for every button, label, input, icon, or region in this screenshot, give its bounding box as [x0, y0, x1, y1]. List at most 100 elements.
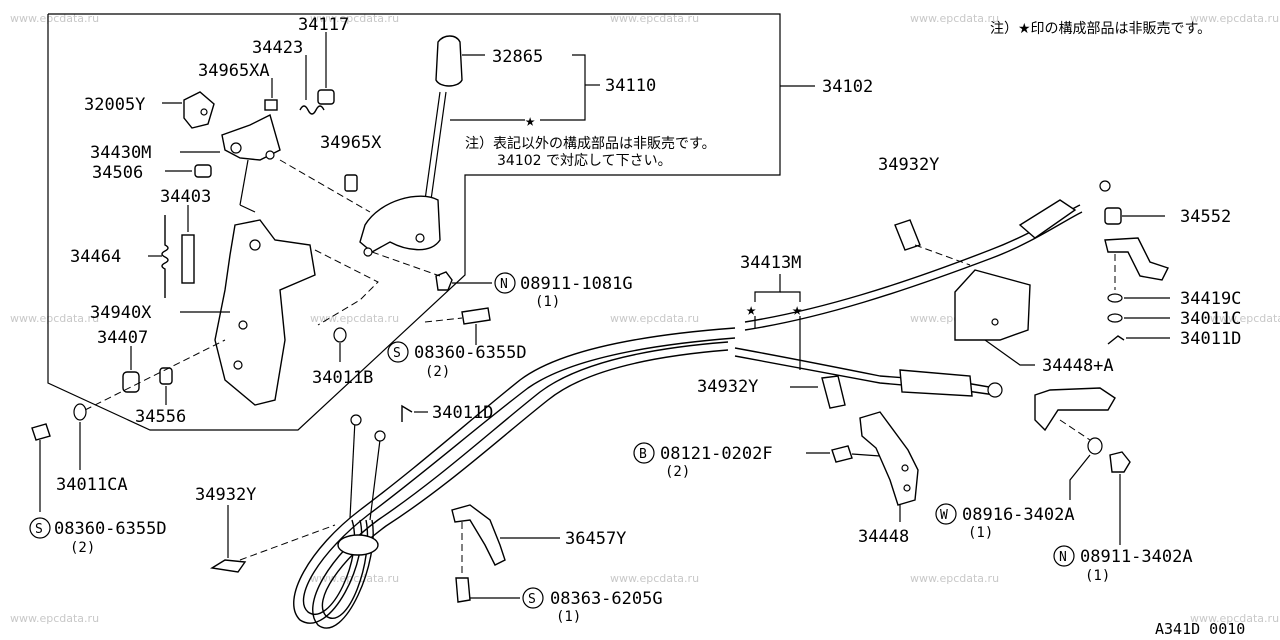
watermark: www.epcdata.ru	[310, 572, 399, 585]
fastener-prefix: S	[35, 522, 43, 537]
clip-34011d-right	[1107, 335, 1125, 345]
pin-34403	[181, 234, 195, 284]
watermark: www.epcdata.ru	[310, 12, 399, 25]
bushing-34965x	[344, 174, 358, 192]
shift-lever-rod	[424, 91, 441, 201]
fastener-prefix: B	[639, 447, 647, 462]
bolt-icon	[455, 577, 471, 603]
label-34403: 34403	[160, 187, 211, 207]
bracket-right-mid	[1034, 387, 1116, 432]
cable-end-middle	[899, 369, 973, 397]
label-34932y-mid: 34932Y	[697, 377, 758, 397]
fastener-prefix: N	[1059, 550, 1067, 565]
qty-08911-1081g: (1)	[535, 294, 560, 310]
washer-34011ca	[73, 403, 87, 421]
nut-icon	[1109, 451, 1131, 473]
cable-end-upper	[1018, 199, 1077, 239]
watermark: www.epcdata.ru	[10, 612, 99, 625]
label-34117: 34117	[298, 15, 349, 35]
washer-34419c	[1107, 293, 1123, 303]
watermark: www.epcdata.ru	[1190, 612, 1279, 625]
qty-08911-3402a: (1)	[1085, 568, 1110, 584]
label-34011b: 34011B	[312, 368, 373, 388]
shift-knob	[435, 35, 463, 87]
bracket-34448a	[954, 269, 1031, 341]
label-34940x: 34940X	[90, 303, 152, 323]
part-32005y	[183, 91, 215, 129]
clip-34011d	[401, 404, 413, 422]
watermark: www.epcdata.ru	[10, 312, 99, 325]
bracket-34448	[859, 411, 919, 506]
label-34011d-left: 34011D	[432, 403, 493, 423]
star-mark: ★	[746, 300, 756, 320]
label-34464: 34464	[70, 247, 121, 267]
watermark: www.epcdata.ru	[610, 572, 699, 585]
watermark: www.epcdata.ru	[610, 12, 699, 25]
label-34413m: 34413M	[740, 253, 801, 273]
diagram-code: A341D 0010	[1155, 620, 1245, 638]
watermark: www.epcdata.ru	[1210, 312, 1280, 325]
clip-34932y-top	[894, 219, 921, 251]
bolt-icon	[31, 423, 51, 441]
spring-34423	[299, 105, 325, 115]
label-34419c: 34419C	[1180, 289, 1241, 309]
label-34102: 34102	[822, 77, 873, 97]
part-34556	[159, 367, 173, 385]
label-34506: 34506	[92, 163, 143, 183]
star-mark: ★	[525, 111, 535, 131]
qty-08916-3402a: (1)	[968, 525, 993, 541]
fastener-prefix: S	[528, 592, 536, 607]
part-34506	[194, 164, 212, 178]
box-note-line1: 注）表記以外の構成部品は非販売です。	[465, 135, 716, 152]
grommet-34407	[122, 371, 140, 393]
label-32865: 32865	[492, 47, 543, 67]
label-34556: 34556	[135, 407, 186, 427]
fastener-prefix: S	[393, 346, 401, 361]
fastener-prefix: N	[500, 277, 508, 292]
label-34011d-right: 34011D	[1180, 329, 1241, 349]
label-08363-6205g: 08363-6205G	[550, 589, 663, 609]
qty-08363-6205g: (1)	[556, 609, 581, 625]
star-mark: ★	[792, 300, 802, 320]
label-08911-3402a: 08911-3402A	[1080, 547, 1193, 567]
qty-08121-0202f: (2)	[665, 464, 690, 480]
bolt-icon	[461, 307, 491, 325]
label-32005y: 32005Y	[84, 95, 145, 115]
washer-34011b	[333, 327, 347, 343]
bracket-34940x	[214, 219, 316, 406]
washer-icon	[1087, 437, 1103, 455]
label-34110: 34110	[605, 76, 656, 96]
watermark: www.epcdata.ru	[1190, 12, 1279, 25]
watermark: www.epcdata.ru	[910, 572, 999, 585]
part-34552	[1104, 207, 1122, 225]
label-08916-3402a: 08916-3402A	[962, 505, 1075, 525]
assembly-outline	[47, 13, 781, 431]
cable-end-rod	[369, 439, 381, 521]
bolt-icon	[831, 445, 853, 463]
grommet-lower	[337, 534, 379, 556]
cable-end-rod	[349, 419, 356, 519]
label-08360-6355d-mid: 08360-6355D	[414, 343, 527, 363]
watermark: www.epcdata.ru	[610, 312, 699, 325]
label-08121-0202f: 08121-0202F	[660, 444, 773, 464]
label-34965x: 34965X	[320, 133, 382, 153]
watermark: www.epcdata.ru	[310, 312, 399, 325]
label-08911-1081g: 08911-1081G	[520, 274, 633, 294]
bushing-34965xa	[264, 99, 278, 111]
label-08360-6355d-left: 08360-6355D	[54, 519, 167, 539]
bracket-36457y	[451, 504, 506, 566]
label-34011ca: 34011CA	[56, 475, 128, 495]
label-34932y-top: 34932Y	[878, 155, 939, 175]
label-34423: 34423	[252, 38, 303, 58]
watermark: www.epcdata.ru	[10, 12, 99, 25]
bracket-right-upper	[1104, 237, 1169, 281]
fastener-prefix: W	[940, 508, 948, 523]
control-cable-lower	[312, 341, 729, 629]
clip-34932y-low	[210, 559, 247, 573]
header-note: 注）★印の構成部品は非販売です。	[990, 21, 1211, 37]
label-34448: 34448	[858, 527, 909, 547]
spring-34464	[161, 215, 169, 298]
clip-34932y-mid	[821, 375, 846, 409]
label-34407: 34407	[97, 328, 148, 348]
